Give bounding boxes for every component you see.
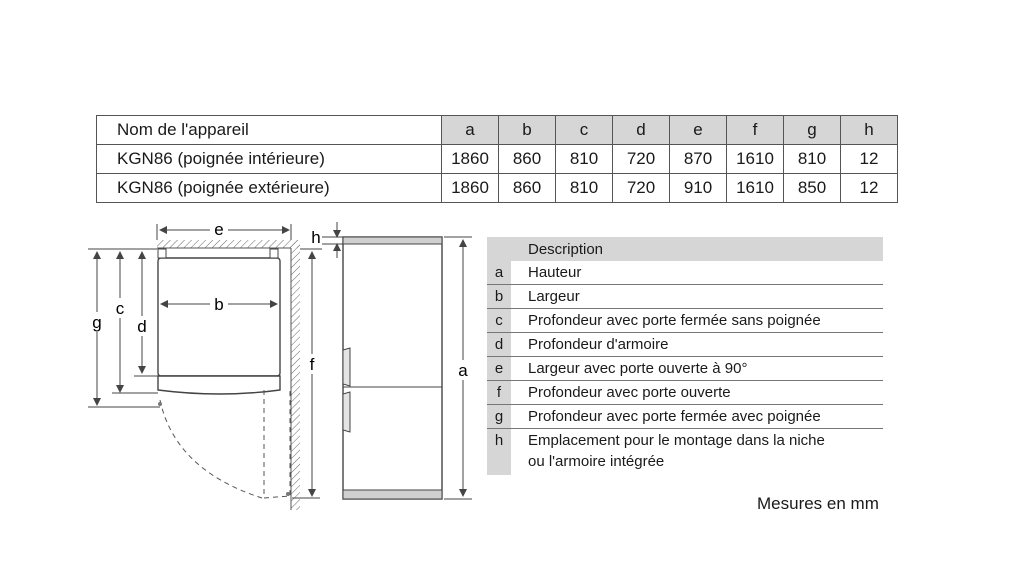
legend-key: g: [487, 405, 511, 428]
legend-key: b: [487, 285, 511, 308]
legend-key: f: [487, 381, 511, 404]
legend-text: Largeur avec porte ouverte à 90°: [528, 360, 748, 377]
label-bg-e: [210, 220, 228, 240]
label-bg-f: [303, 354, 321, 374]
label-bg-b: [210, 294, 228, 314]
legend-row: d Profondeur d'armoire: [487, 333, 883, 357]
table-cell: 1610: [726, 173, 784, 203]
table-header-row: Nom de l'appareil a b c d e f g h: [96, 115, 898, 145]
table-cell: 12: [840, 144, 898, 174]
table-header-cell: d: [612, 115, 670, 145]
door-swing-arc: [159, 399, 263, 499]
legend-text: Emplacement pour le montage dans la nich…: [528, 432, 825, 449]
label-bg-g: [88, 312, 106, 332]
legend-text: Profondeur avec porte ouverte: [528, 384, 731, 401]
legend-row: c Profondeur avec porte fermée sans poig…: [487, 309, 883, 333]
side-top-band: [342, 236, 443, 245]
table-cell: 860: [498, 173, 556, 203]
legend-text: Profondeur d'armoire: [528, 336, 669, 353]
table-cell: 860: [498, 144, 556, 174]
table-header-cell: f: [726, 115, 784, 145]
table-cell: 910: [669, 173, 727, 203]
table-row: KGN86 (poignée extérieure) 1860 860 810 …: [96, 173, 898, 203]
table-header-cell: c: [555, 115, 613, 145]
table-cell: 810: [783, 144, 841, 174]
legend-key: c: [487, 309, 511, 332]
table-header-cell: g: [783, 115, 841, 145]
table-cell: 1610: [726, 144, 784, 174]
table-header-cell: b: [498, 115, 556, 145]
label-f: f: [310, 355, 315, 374]
spacer-left: [157, 248, 167, 259]
table-cell: 1860: [441, 173, 499, 203]
spacer-right: [269, 248, 279, 259]
legend-header-key: [487, 237, 511, 261]
table-header-cell: e: [669, 115, 727, 145]
door-handle-point: [286, 492, 290, 496]
legend-row: e Largeur avec porte ouverte à 90°: [487, 357, 883, 381]
legend-row: g Profondeur avec porte fermée avec poig…: [487, 405, 883, 429]
legend-text: Profondeur avec porte fermée sans poigné…: [528, 312, 821, 329]
table-cell: 850: [783, 173, 841, 203]
door-open-outline: [263, 390, 291, 499]
table-header-cell: h: [840, 115, 898, 145]
legend-text: Profondeur avec porte fermée avec poigné…: [528, 408, 821, 425]
legend-key: h: [487, 429, 511, 475]
table-cell: 720: [612, 173, 670, 203]
table-cell: 810: [555, 144, 613, 174]
wall-top-hatch: [157, 240, 300, 248]
legend-key: d: [487, 333, 511, 356]
legend-title: Description: [511, 237, 883, 261]
legend-row: f Profondeur avec porte ouverte: [487, 381, 883, 405]
legend-text: Largeur: [528, 288, 580, 305]
label-bg-d: [133, 316, 151, 336]
table-cell: 870: [669, 144, 727, 174]
dimensions-table: Nom de l'appareil a b c d e f g h KGN86 …: [96, 115, 898, 203]
legend-key: e: [487, 357, 511, 380]
hinge-point: [158, 402, 162, 406]
handle-lower: [342, 391, 351, 433]
appliance-body-top-view: [157, 257, 281, 377]
label-d: d: [137, 317, 146, 336]
table-cell: 810: [555, 173, 613, 203]
legend-text: Hauteur: [528, 264, 582, 281]
legend-text-multiline: Emplacement pour le montage dans la nich…: [511, 429, 883, 475]
label-e: e: [214, 220, 223, 239]
label-b: b: [214, 295, 223, 314]
door-closed: [157, 375, 281, 395]
label-g: g: [92, 313, 101, 332]
table-cell: 720: [612, 144, 670, 174]
table-header-cell: Nom de l'appareil: [96, 115, 442, 145]
wall-side-hatch: [291, 240, 300, 510]
label-bg-c: [111, 298, 129, 318]
side-bottom-band: [342, 489, 443, 500]
table-cell: KGN86 (poignée extérieure): [96, 173, 442, 203]
legend-text-line2: ou l'armoire intégrée: [528, 453, 665, 470]
legend-header: Description: [487, 237, 883, 261]
table-cell: 12: [840, 173, 898, 203]
label-bg-a: [454, 360, 472, 380]
label-h: h: [311, 228, 320, 247]
legend-key: a: [487, 261, 511, 284]
legend-table: Description a Hauteur b Largeur c Profon…: [487, 237, 883, 475]
label-c: c: [116, 299, 125, 318]
legend-row: a Hauteur: [487, 261, 883, 285]
legend-row: b Largeur: [487, 285, 883, 309]
units-note: Mesures en mm: [757, 494, 879, 513]
dimension-drawing: e b g c d f h a: [88, 220, 472, 510]
legend-row: h Emplacement pour le montage dans la ni…: [487, 429, 883, 475]
label-a: a: [458, 361, 468, 380]
appliance-side-view: [342, 236, 443, 500]
handle-upper: [342, 347, 351, 387]
